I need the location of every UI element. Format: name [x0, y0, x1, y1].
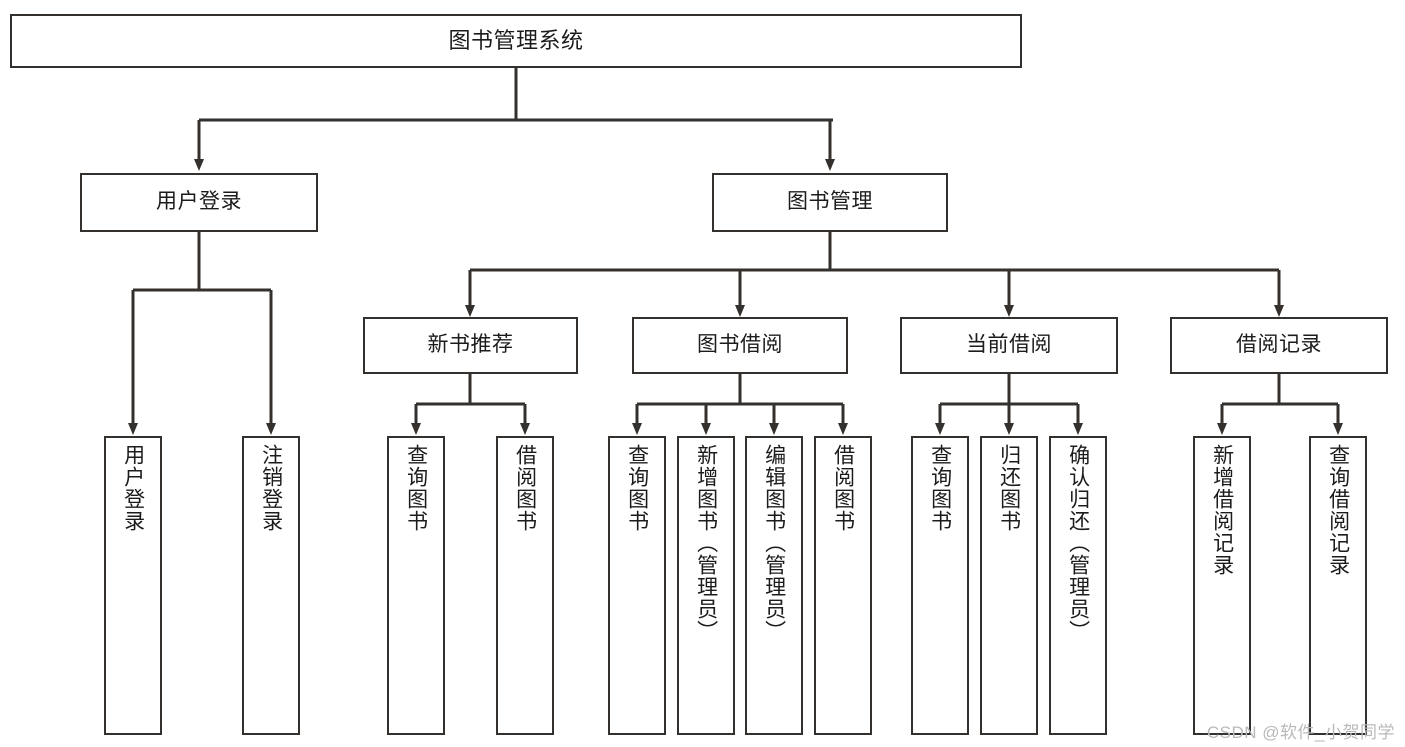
node-borrow-record-label: 借阅记录 — [1236, 333, 1322, 357]
leaf-new-book-query-book[interactable]: 查询图书 — [387, 436, 445, 735]
leaf-book-borrow-query-book-label: 查询图书 — [625, 444, 649, 532]
node-current-borrow-label: 当前借阅 — [966, 333, 1052, 357]
leaf-book-borrow-edit-book[interactable]: 编辑图书（管理员） — [745, 436, 803, 735]
leaf-borrow-record-query-record-label: 查询借阅记录 — [1326, 444, 1350, 576]
leaf-current-borrow-query-book-label: 查询图书 — [928, 444, 952, 532]
leaf-book-borrow-borrow-book-label: 借阅图书 — [831, 444, 855, 532]
leaf-borrow-record-add-record-label: 新增借阅记录 — [1210, 444, 1234, 576]
node-book-management[interactable]: 图书管理 — [712, 173, 948, 232]
node-book-management-label: 图书管理 — [787, 190, 873, 214]
leaf-new-book-borrow-book[interactable]: 借阅图书 — [496, 436, 554, 735]
node-new-book-recommend[interactable]: 新书推荐 — [363, 317, 578, 374]
csdn-watermark: CSDN @软件_小贺同学 — [1206, 723, 1395, 742]
leaf-user-login-logout[interactable]: 注销登录 — [242, 436, 300, 735]
node-book-borrow-label: 图书借阅 — [697, 333, 783, 357]
leaf-new-book-query-book-label: 查询图书 — [404, 444, 428, 532]
leaf-book-borrow-edit-book-label: 编辑图书（管理员） — [762, 444, 786, 642]
leaf-user-login-logout-label: 注销登录 — [259, 444, 283, 532]
leaf-current-borrow-return-book[interactable]: 归还图书 — [980, 436, 1038, 735]
leaf-borrow-record-add-record[interactable]: 新增借阅记录 — [1193, 436, 1251, 735]
node-user-login-label: 用户登录 — [156, 190, 242, 214]
leaf-borrow-record-query-record[interactable]: 查询借阅记录 — [1309, 436, 1367, 735]
node-book-borrow[interactable]: 图书借阅 — [632, 317, 848, 374]
leaf-current-borrow-return-book-label: 归还图书 — [997, 444, 1021, 532]
node-user-login[interactable]: 用户登录 — [80, 173, 318, 232]
leaf-book-borrow-add-book-label: 新增图书（管理员） — [694, 444, 718, 642]
leaf-user-login-login[interactable]: 用户登录 — [104, 436, 162, 735]
leaf-current-borrow-confirm-return[interactable]: 确认归还（管理员） — [1049, 436, 1107, 735]
leaf-book-borrow-add-book[interactable]: 新增图书（管理员） — [677, 436, 735, 735]
node-current-borrow[interactable]: 当前借阅 — [900, 317, 1118, 374]
leaf-user-login-login-label: 用户登录 — [121, 444, 145, 532]
leaf-book-borrow-query-book[interactable]: 查询图书 — [608, 436, 666, 735]
leaf-new-book-borrow-book-label: 借阅图书 — [513, 444, 537, 532]
node-new-book-recommend-label: 新书推荐 — [427, 333, 514, 357]
leaf-book-borrow-borrow-book[interactable]: 借阅图书 — [814, 436, 872, 735]
leaf-current-borrow-query-book[interactable]: 查询图书 — [911, 436, 969, 735]
leaf-current-borrow-confirm-return-label: 确认归还（管理员） — [1066, 444, 1090, 642]
node-borrow-record[interactable]: 借阅记录 — [1170, 317, 1388, 374]
node-root-system-label: 图书管理系统 — [448, 27, 584, 53]
node-root-system[interactable]: 图书管理系统 — [10, 14, 1022, 68]
